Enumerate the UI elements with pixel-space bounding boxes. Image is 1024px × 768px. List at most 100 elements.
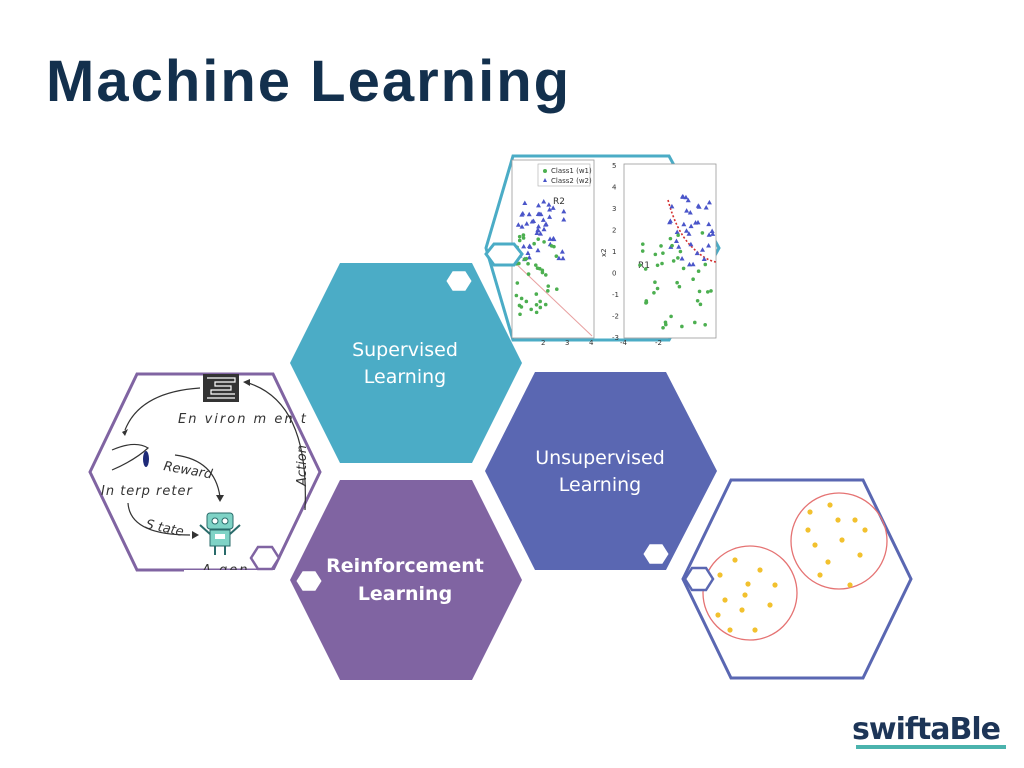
reinforcement-label-line2: Learning (358, 583, 452, 605)
eye-icon (111, 443, 149, 471)
class2-point (535, 247, 541, 253)
interpreter-label: In terp reter (101, 484, 193, 499)
class1-point (703, 262, 708, 267)
class1-point (538, 299, 542, 304)
class1-point (517, 238, 522, 243)
class1-point (655, 263, 660, 268)
class1-point (514, 293, 519, 298)
class2-point (543, 221, 549, 227)
class1-point (643, 267, 648, 271)
class2-point (688, 223, 694, 229)
class1-point (677, 284, 682, 289)
class1-point (681, 266, 686, 271)
right-y-tick: 2 (612, 227, 616, 235)
maze-icon (203, 374, 239, 402)
class2-point (561, 208, 567, 214)
cluster-point (757, 567, 763, 573)
class2-point (673, 238, 679, 244)
class2-point (688, 241, 694, 247)
action-label: Action (295, 445, 310, 487)
left-scatter-points (514, 198, 567, 317)
class2-point (683, 228, 689, 233)
legend-class1: Class1 (w1) (551, 167, 592, 175)
cluster-point (862, 527, 868, 533)
legend-class2: Class2 (w2) (551, 177, 592, 185)
class2-point (536, 223, 542, 229)
class1-point (661, 325, 665, 330)
class2-point (686, 261, 692, 267)
class1-point (675, 280, 679, 285)
class1-point (546, 289, 550, 293)
class2-point (709, 228, 715, 234)
cluster-point (752, 627, 758, 633)
cluster-point (812, 542, 818, 548)
class1-point (519, 305, 524, 309)
class2-point (694, 250, 700, 256)
left-x-tick: 4 (589, 339, 594, 347)
right-x-tick: -4 (620, 339, 628, 347)
right-y-tick: -1 (612, 291, 619, 299)
right-y-tick: -2 (612, 313, 619, 321)
class1-point (554, 287, 559, 292)
class2-point (519, 224, 525, 229)
cluster-point (835, 517, 841, 523)
class2-point (674, 229, 680, 234)
small-hexagon (249, 545, 281, 571)
supervised-image-hexagon: Class1 (w1) Class2 (w2) R2 2 3 4 543210-… (484, 154, 721, 347)
class1-point (660, 261, 664, 266)
class2-point (703, 204, 709, 210)
unsupervised-label-line1: Unsupervised (535, 447, 665, 469)
class2-point (701, 256, 707, 262)
class2-point (525, 250, 531, 256)
class2-point (706, 199, 712, 205)
cluster-point (772, 582, 778, 588)
right-y-tick: 4 (612, 184, 617, 192)
class1-point (661, 251, 665, 255)
cluster-circle (790, 492, 888, 590)
cluster-point (739, 607, 745, 613)
class2-point (541, 226, 547, 232)
page-title: Machine Learning (46, 49, 572, 114)
class2-point (683, 194, 689, 200)
class2-point (536, 202, 542, 208)
class2-point (686, 231, 692, 236)
class2-point (669, 203, 675, 209)
small-hexagon (443, 268, 475, 294)
class2-point (687, 210, 693, 215)
class2-point (546, 202, 552, 207)
legend-box (537, 163, 591, 187)
class1-point (543, 302, 548, 307)
class1-point (671, 259, 676, 263)
class1-point (695, 298, 700, 303)
class1-point (540, 270, 545, 275)
class1-point (659, 244, 663, 248)
class2-point (700, 247, 706, 252)
class1-point (533, 263, 538, 267)
class1-point (696, 269, 701, 274)
environment-label: En viron m en t (178, 412, 308, 427)
cluster-point (827, 502, 833, 508)
decision-curve (667, 199, 717, 263)
class1-point (537, 266, 542, 271)
class1-point (526, 272, 531, 276)
reinforcement-label-line1: Reinforcement (326, 555, 484, 577)
right-y-tick: 3 (612, 205, 616, 213)
class2-point (526, 211, 532, 217)
class1-point (698, 302, 703, 307)
class1-point (524, 299, 529, 304)
cluster-point (805, 527, 811, 533)
cluster-point (742, 592, 748, 598)
reinforcement-learning-hexagon[interactable]: Reinforcement Learning (290, 480, 522, 680)
robot-icon (199, 512, 241, 555)
class2-point (693, 220, 699, 225)
unsupervised-learning-hexagon[interactable]: Unsupervised Learning (485, 372, 717, 570)
class1-point (546, 284, 551, 288)
class1-point (518, 312, 522, 317)
class1-point (519, 296, 524, 301)
left-x-tick: 2 (541, 339, 545, 347)
class2-point (535, 227, 541, 232)
supervised-learning-hexagon[interactable]: Supervised Learning (290, 263, 522, 463)
cluster-point (745, 581, 751, 587)
class1-point (538, 305, 543, 310)
